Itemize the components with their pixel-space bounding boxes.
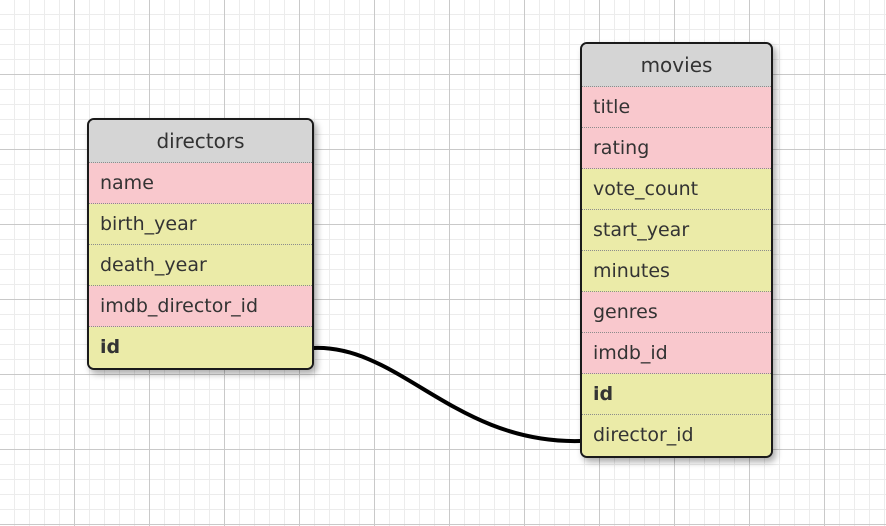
attribute-row-birth_year[interactable]: birth_year xyxy=(89,204,312,245)
attribute-row-director_id[interactable]: director_id xyxy=(582,415,771,456)
entity-title-directors: directors xyxy=(89,120,312,163)
entity-table-directors[interactable]: directors name birth_year death_year imd… xyxy=(87,118,314,370)
attribute-row-rating[interactable]: rating xyxy=(582,128,771,169)
attribute-row-minutes[interactable]: minutes xyxy=(582,251,771,292)
attribute-row-name[interactable]: name xyxy=(89,163,312,204)
attribute-row-genres[interactable]: genres xyxy=(582,292,771,333)
relationship-edge-directors-id-to-movies-director_id[interactable] xyxy=(312,345,582,444)
entity-title-movies: movies xyxy=(582,44,771,87)
attribute-row-id[interactable]: id xyxy=(89,327,312,368)
attribute-row-death_year[interactable]: death_year xyxy=(89,245,312,286)
attribute-row-start_year[interactable]: start_year xyxy=(582,210,771,251)
attribute-row-title[interactable]: title xyxy=(582,87,771,128)
attribute-row-id[interactable]: id xyxy=(582,374,771,415)
attribute-row-imdb_director_id[interactable]: imdb_director_id xyxy=(89,286,312,327)
attribute-row-vote_count[interactable]: vote_count xyxy=(582,169,771,210)
attribute-row-imdb_id[interactable]: imdb_id xyxy=(582,333,771,374)
entity-table-movies[interactable]: movies title rating vote_count start_yea… xyxy=(580,42,773,458)
